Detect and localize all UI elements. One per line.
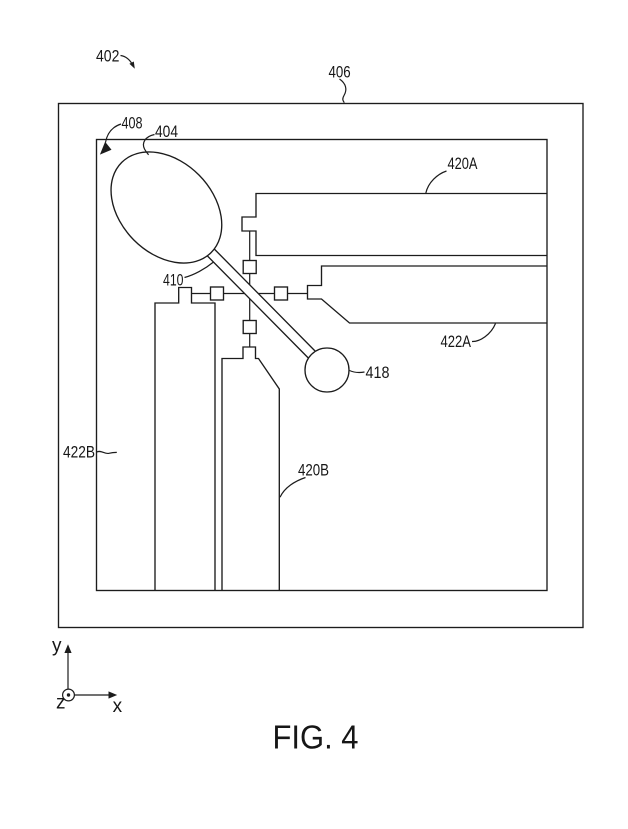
ref-label-404: 404: [155, 122, 178, 141]
leader-422b: [96, 450, 117, 455]
junction-square-top: [242, 259, 257, 275]
column-left-422b: [154, 286, 216, 591]
leader-422a: [471, 323, 497, 343]
ref-label-422a: 422A: [441, 332, 472, 351]
ref-label-420a: 420A: [448, 154, 478, 173]
leader-410: [184, 261, 214, 279]
electrode-422a: [306, 265, 547, 324]
axis-triad: [61, 644, 118, 702]
z-axis-dot: [66, 693, 71, 697]
leader-404: [142, 133, 155, 156]
leader-418: [349, 369, 365, 374]
ellipse-404: [110, 151, 223, 264]
junction-square-bottom: [242, 319, 257, 335]
figure-caption: FIG. 4: [273, 719, 359, 756]
inner-rect-408: [95, 138, 548, 592]
y-axis-arrowhead: [64, 644, 72, 653]
junction-square-right: [273, 286, 289, 301]
ref-label-422b: 422B: [63, 443, 95, 462]
ref-label-408: 408: [122, 114, 143, 133]
ref-label-410: 410: [163, 271, 184, 290]
x-axis-label: x: [113, 696, 123, 717]
z-axis-label: z: [56, 693, 66, 714]
arrowhead-402: [129, 61, 135, 69]
junction-square-left: [209, 286, 225, 301]
y-axis-label: y: [52, 636, 62, 657]
leader-406: [339, 78, 347, 104]
leader-420b: [279, 476, 306, 498]
leader-420a: [425, 170, 447, 194]
z-axis-circle: [61, 688, 75, 702]
leader-408: [104, 123, 122, 143]
ref-label-406: 406: [329, 62, 351, 81]
ref-label-420b: 420B: [298, 461, 329, 480]
electrode-420a: [241, 192, 547, 257]
arrowhead-408: [99, 141, 112, 155]
x-axis-arrowhead: [108, 691, 118, 699]
ref-label-402: 402: [96, 47, 119, 66]
outer-rect-406: [57, 102, 584, 629]
ref-label-418: 418: [366, 363, 390, 382]
column-420b: [221, 346, 280, 591]
circle-418: [304, 347, 350, 393]
